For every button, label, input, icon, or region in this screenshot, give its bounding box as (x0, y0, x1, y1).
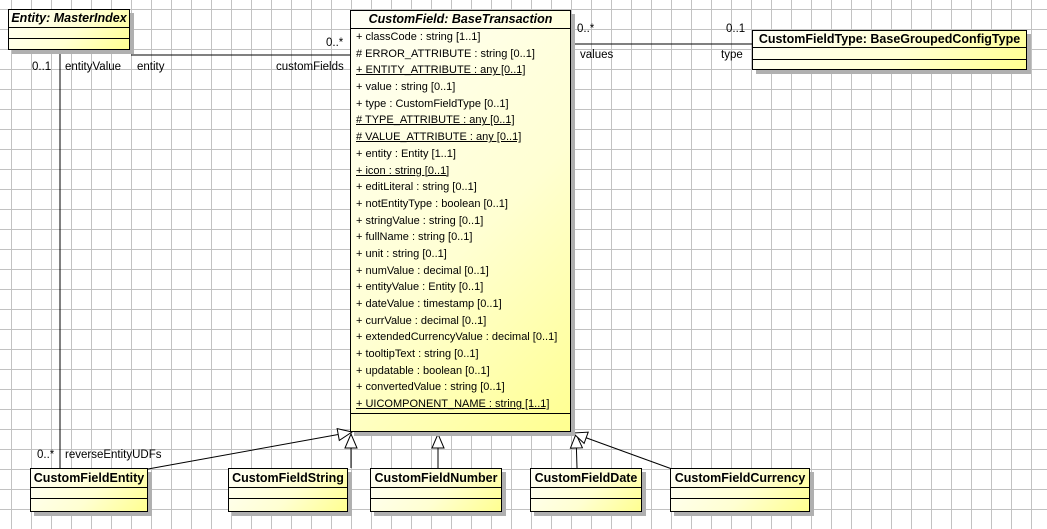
label-role-type[interactable]: type (721, 49, 743, 61)
class-customfield-operations-compartment[interactable] (351, 414, 570, 431)
class-customfieldcurrency-operations-compartment[interactable] (671, 499, 809, 511)
class-customfieldstring-attributes-compartment[interactable] (229, 488, 347, 499)
generalization-customfieldcurrency[interactable] (571, 431, 673, 470)
class-attribute[interactable]: + classCode : string [1..1] (356, 31, 481, 43)
label-role-entityvalue[interactable]: entityValue (65, 61, 122, 73)
class-attribute[interactable]: + UICOMPONENT_NAME : string [1..1] (356, 398, 550, 411)
class-customfieldstring[interactable]: CustomFieldString (228, 468, 348, 512)
class-customfieldnumber-title[interactable]: CustomFieldNumber (371, 469, 501, 488)
class-customfieldcurrency-attributes-compartment[interactable] (671, 488, 809, 499)
class-entity-operations-compartment[interactable] (9, 39, 129, 49)
class-attribute[interactable]: + unit : string [0..1] (356, 247, 447, 260)
class-entity-attributes-compartment[interactable] (9, 28, 129, 39)
label-mult-customfields[interactable]: 0..* (326, 37, 344, 49)
class-attribute[interactable]: + value : string [0..1] (356, 81, 456, 94)
class-customfieldentity-operations-compartment[interactable] (31, 499, 147, 511)
class-attribute[interactable]: # ERROR_ATTRIBUTE : string [0..1] (356, 47, 535, 60)
class-attribute[interactable]: + ENTITY_ATTRIBUTE : any [0..1] (356, 64, 526, 77)
class-attribute[interactable]: + updatable : boolean [0..1] (356, 364, 490, 377)
class-attribute[interactable]: + icon : string [0..1] (356, 164, 450, 177)
class-attribute[interactable]: + editLiteral : string [0..1] (356, 181, 477, 194)
class-attribute[interactable]: + convertedValue : string [0..1] (356, 381, 505, 394)
label-mult-values[interactable]: 0..* (577, 23, 595, 35)
class-customfieldcurrency-title[interactable]: CustomFieldCurrency (671, 469, 809, 488)
class-attribute[interactable]: + notEntityType : boolean [0..1] (356, 197, 508, 210)
label-mult-reverseentityudfs[interactable]: 0..* (37, 449, 55, 461)
class-customfieldtype-attributes-compartment[interactable] (753, 48, 1026, 60)
label-role-reverseentityudfs[interactable]: reverseEntityUDFs (65, 449, 162, 461)
generalization-customfielddate[interactable] (569, 432, 584, 469)
label-mult-type[interactable]: 0..1 (726, 23, 746, 35)
class-customfieldtype-operations-compartment[interactable] (753, 60, 1026, 69)
class-customfielddate-operations-compartment[interactable] (531, 499, 641, 511)
class-customfieldnumber[interactable]: CustomFieldNumber (370, 468, 502, 512)
class-entity[interactable]: Entity: MasterIndex (8, 9, 130, 50)
generalization-customfieldentity[interactable] (147, 427, 354, 470)
class-customfield-title[interactable]: CustomField: BaseTransaction (351, 11, 570, 29)
class-customfieldtype[interactable]: CustomFieldType: BaseGroupedConfigType (752, 30, 1027, 70)
class-attribute[interactable]: + dateValue : timestamp [0..1] (356, 298, 502, 310)
class-attribute[interactable]: + numValue : decimal [0..1] (356, 264, 489, 277)
class-attribute[interactable]: + tooltipText : string [0..1] (356, 348, 479, 361)
label-role-customfields[interactable]: customFields (276, 61, 344, 73)
class-attribute[interactable]: + type : CustomFieldType [0..1] (356, 97, 509, 110)
class-customfieldentity[interactable]: CustomFieldEntity (30, 468, 148, 512)
class-customfielddate-title[interactable]: CustomFieldDate (531, 469, 641, 488)
class-customfield[interactable]: CustomField: BaseTransaction + classCode… (350, 10, 571, 432)
class-customfield-attributes-compartment: + classCode : string [1..1] # ERROR_ATTRI… (351, 29, 570, 414)
class-customfieldcurrency[interactable]: CustomFieldCurrency (670, 468, 810, 512)
class-customfieldstring-operations-compartment[interactable] (229, 499, 347, 511)
class-customfieldentity-attributes-compartment[interactable] (31, 488, 147, 499)
class-attribute[interactable]: + extendedCurrencyValue : decimal [0..1] (356, 331, 558, 344)
label-mult-entityvalue[interactable]: 0..1 (32, 61, 52, 73)
class-customfielddate-attributes-compartment[interactable] (531, 488, 641, 499)
label-role-entity[interactable]: entity (137, 61, 165, 73)
class-attribute[interactable]: # TYPE_ATTRIBUTE : any [0..1] (356, 114, 515, 127)
class-entity-title[interactable]: Entity: MasterIndex (9, 10, 129, 28)
class-customfieldstring-title[interactable]: CustomFieldString (229, 469, 347, 488)
class-attribute[interactable]: # VALUE_ATTRIBUTE : any [0..1] (356, 131, 522, 144)
class-customfieldnumber-operations-compartment[interactable] (371, 499, 501, 511)
class-customfieldnumber-attributes-compartment[interactable] (371, 488, 501, 499)
class-attribute[interactable]: + entityValue : Entity [0..1] (356, 281, 484, 294)
class-customfielddate[interactable]: CustomFieldDate (530, 468, 642, 512)
label-role-values[interactable]: values (580, 49, 614, 61)
class-attribute[interactable]: + currValue : decimal [0..1] (356, 314, 487, 327)
class-attribute[interactable]: + fullName : string [0..1] (356, 231, 473, 244)
class-attribute[interactable]: + entity : Entity [1..1] (356, 147, 456, 160)
class-customfieldentity-title[interactable]: CustomFieldEntity (31, 469, 147, 488)
class-customfieldtype-title[interactable]: CustomFieldType: BaseGroupedConfigType (753, 31, 1026, 48)
class-attribute[interactable]: + stringValue : string [0..1] (356, 214, 484, 227)
